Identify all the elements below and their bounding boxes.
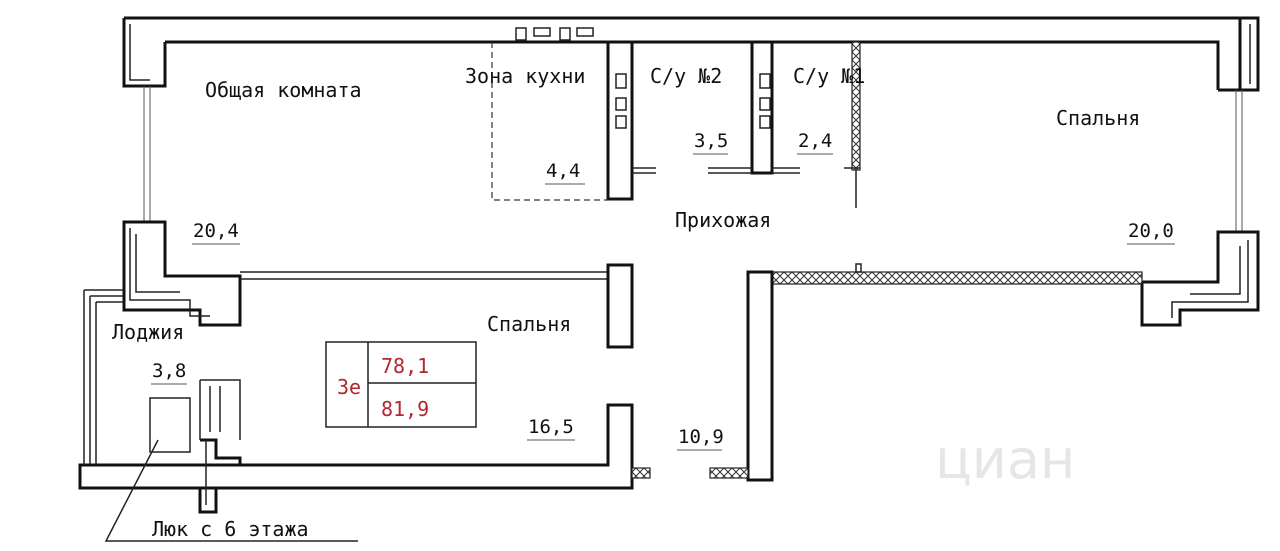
hatch-leader-line [104, 439, 358, 542]
room-name-bedroom-bottom: Спальня [487, 312, 571, 336]
summary-box [325, 341, 477, 428]
room-area-hall: 10,9 [678, 426, 724, 448]
room-area-loggia: 3,8 [152, 360, 186, 382]
room-area-bedroom-bottom: 16,5 [528, 416, 574, 438]
living-area-value: 78,1 [381, 354, 429, 378]
fixtures [149, 27, 771, 453]
kitchen-zone [491, 42, 608, 201]
room-name-kitchen: Зона кухни [465, 64, 585, 88]
room-area-kitchen: 4,4 [546, 160, 580, 182]
room-name-bath1: С/у №1 [793, 64, 865, 88]
room-area-bath2: 3,5 [694, 130, 728, 152]
room-area-bath1: 2,4 [798, 130, 832, 152]
room-name-bedroom-right: Спальня [1056, 106, 1140, 130]
watermark-text: циан [935, 428, 1075, 491]
total-area-value: 81,9 [381, 397, 429, 421]
room-name-hall: Прихожая [675, 208, 771, 232]
room-name-bath2: С/у №2 [650, 64, 722, 88]
outer-walls [78, 16, 1260, 514]
hatch-note: Люк с 6 этажа [152, 517, 309, 541]
room-name-loggia: Лоджия [112, 320, 184, 344]
room-name-living: Общая комната [205, 78, 362, 102]
room-area-bedroom-right: 20,0 [1128, 220, 1174, 242]
apartment-type: 3е [337, 375, 361, 399]
room-area-living: 20,4 [193, 220, 239, 242]
